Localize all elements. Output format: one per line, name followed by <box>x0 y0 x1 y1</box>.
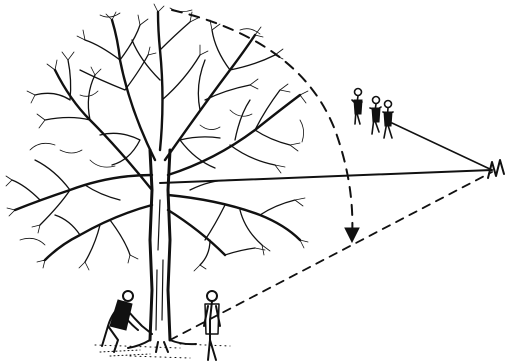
standing-person <box>204 291 220 360</box>
tree-trunk <box>150 150 170 340</box>
arrowhead-icon <box>345 228 359 242</box>
group-of-people <box>352 89 393 139</box>
sighting-line <box>160 170 492 183</box>
observer-marker-icon <box>488 160 504 178</box>
line-to-group <box>392 123 492 170</box>
tree-branches <box>15 12 300 260</box>
